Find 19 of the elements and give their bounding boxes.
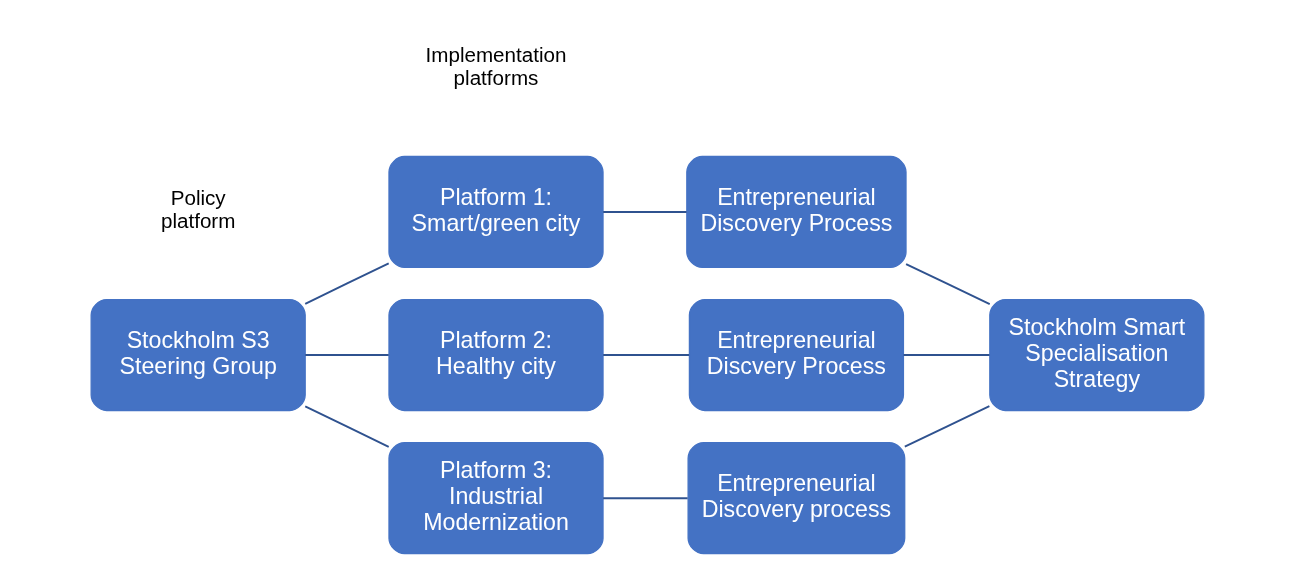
connector xyxy=(903,405,991,448)
connector xyxy=(304,405,390,448)
connector xyxy=(602,354,691,357)
node-box: Entrepreneurial Discovery Process xyxy=(686,155,907,269)
node-box: Stockholm S3 Steering Group xyxy=(90,298,306,412)
node-box: Platform 3: Industrial Modernization xyxy=(388,442,604,555)
label: Policy platform xyxy=(160,186,236,233)
connector xyxy=(304,262,390,305)
label: Implementation platforms xyxy=(425,43,567,90)
connector xyxy=(602,497,689,500)
node-box: Entrepreneurial Discvery Process xyxy=(688,298,905,412)
connector xyxy=(902,354,991,357)
connector xyxy=(304,354,390,357)
connector xyxy=(602,210,688,213)
node-box: Stockholm Smart Specialisation Strategy xyxy=(989,298,1205,412)
node-box: Platform 1: Smart/green city xyxy=(388,155,604,269)
connector xyxy=(905,263,991,306)
node-box: Platform 2: Healthy city xyxy=(388,298,604,412)
node-box: Entrepreneurial Discovery process xyxy=(687,442,906,555)
